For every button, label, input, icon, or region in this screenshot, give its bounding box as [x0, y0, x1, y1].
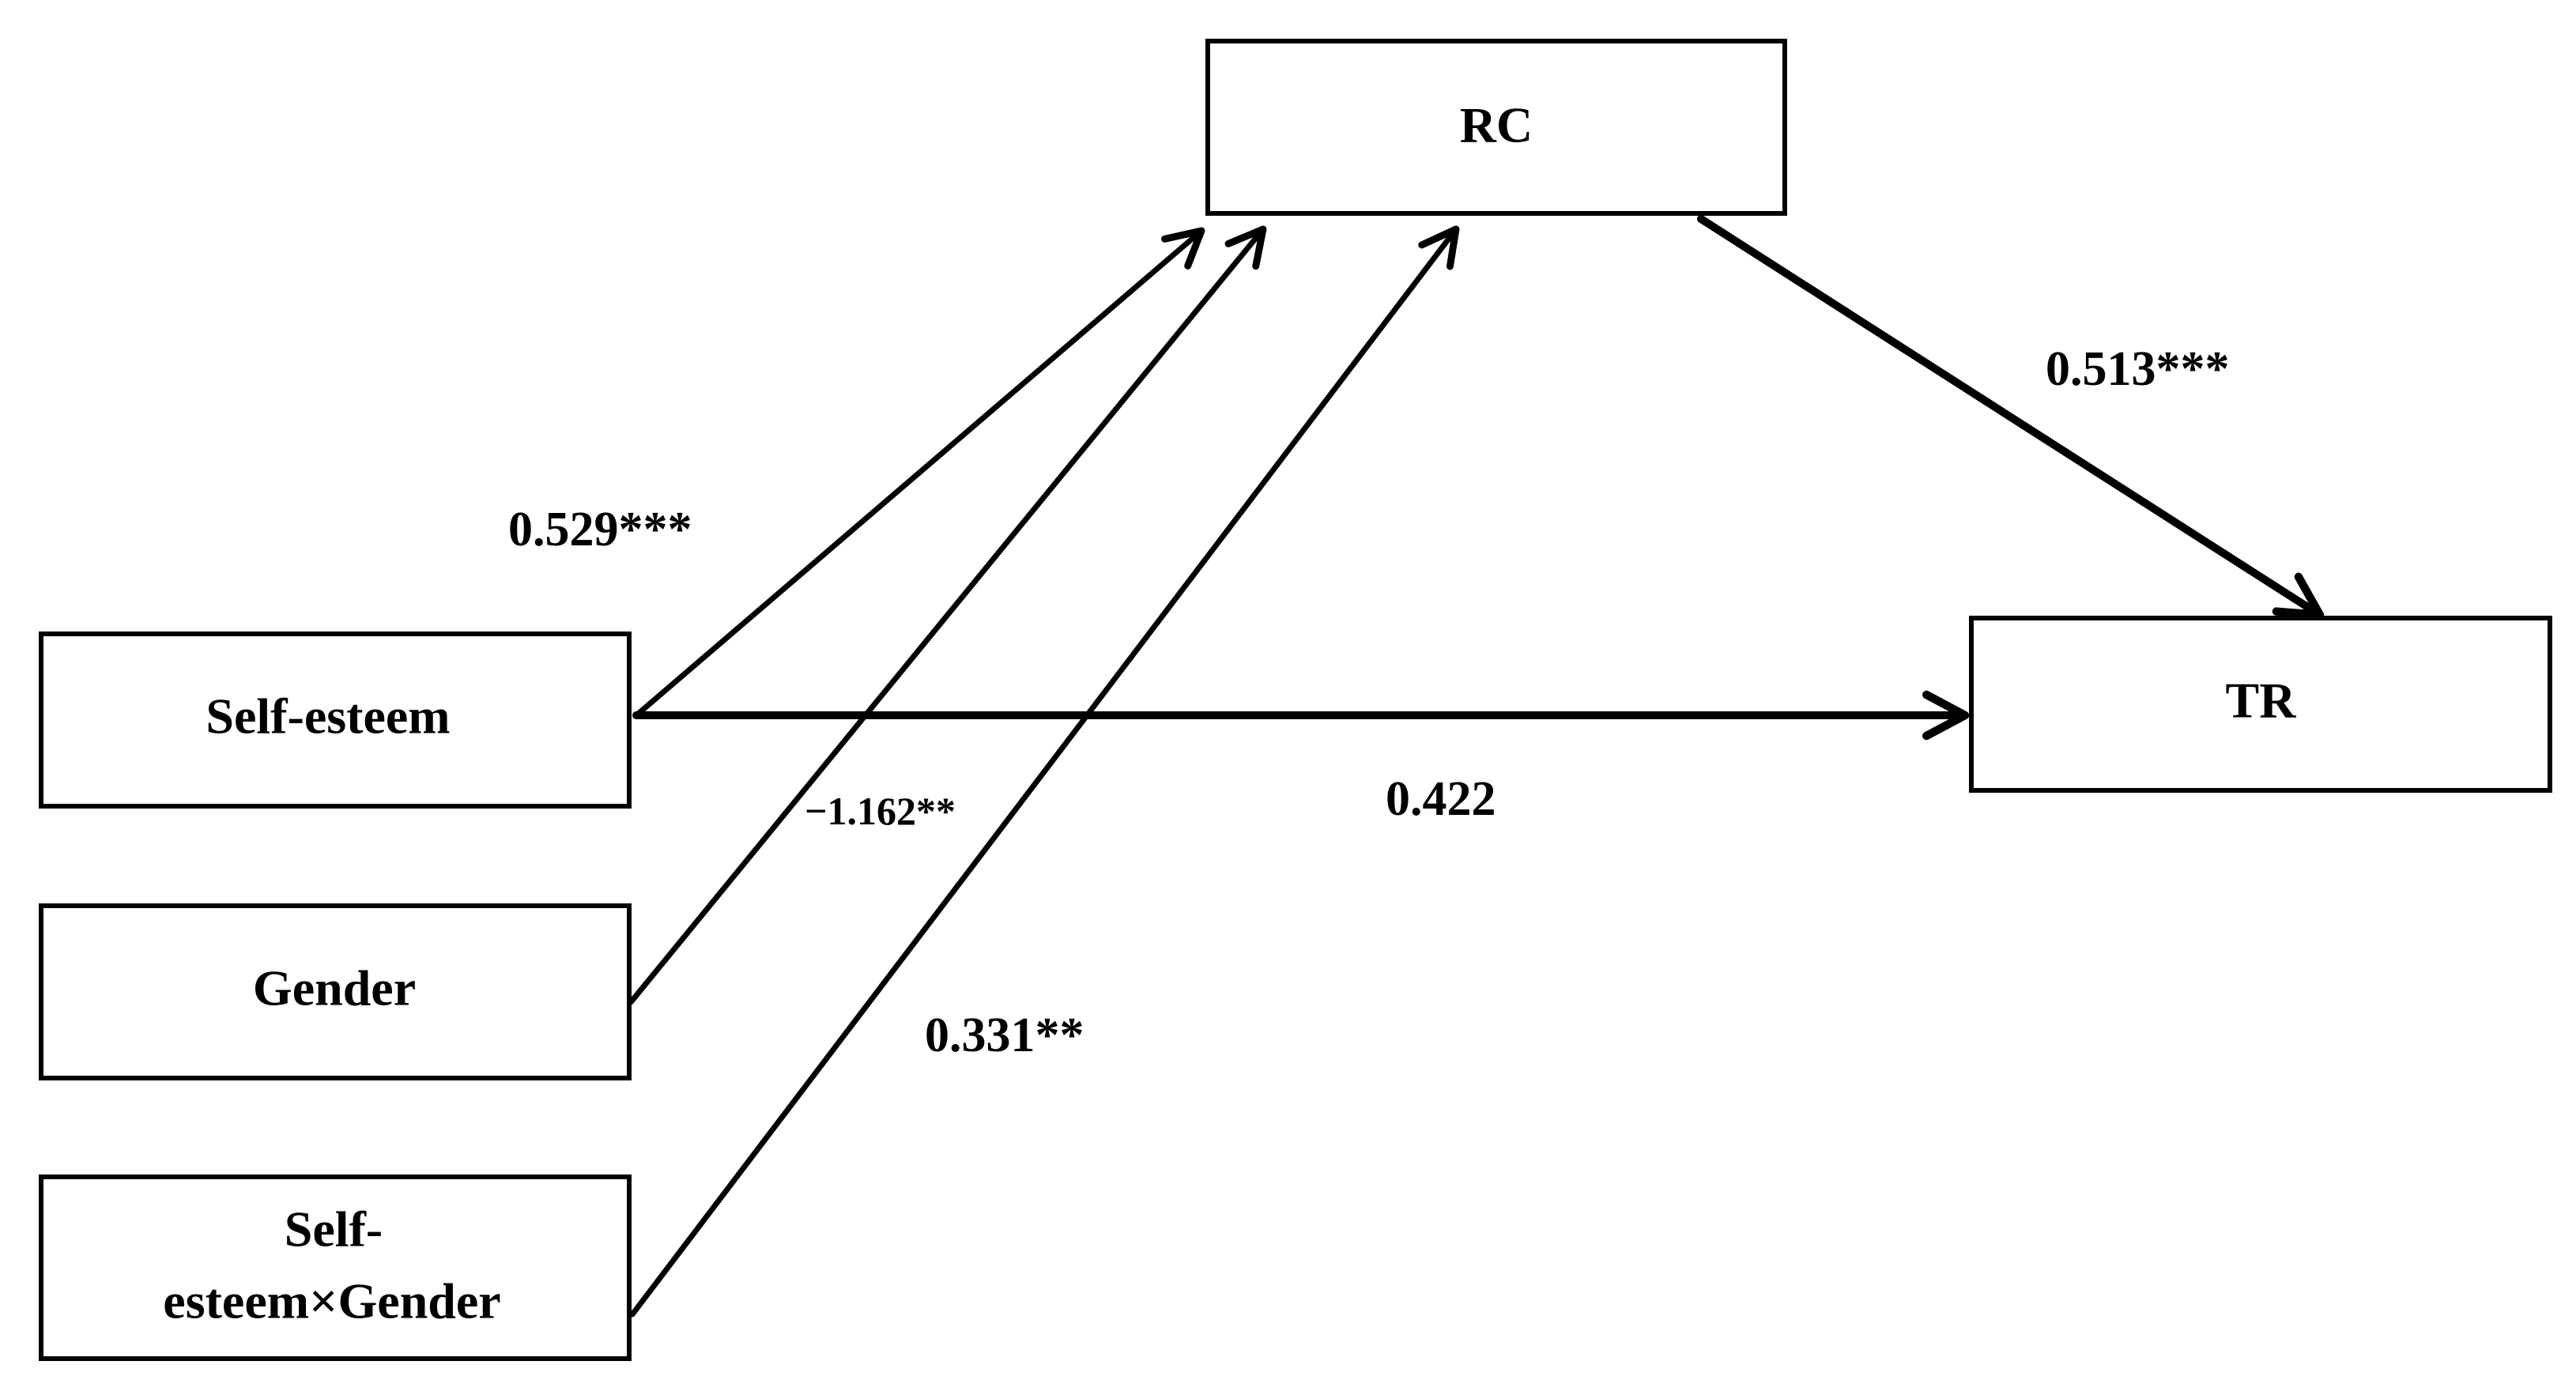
- path-gender-to-rc: [628, 225, 1267, 1005]
- node-rc-label: RC: [1460, 97, 1533, 153]
- coef-rc-to-tr: 0.513***: [2046, 342, 2230, 396]
- node-rc: RC: [1205, 39, 1787, 216]
- path-self-esteem-to-rc: [633, 227, 1205, 718]
- node-gender: Gender: [39, 903, 632, 1080]
- node-tr-label: TR: [2226, 673, 2297, 729]
- node-gender-label: Gender: [253, 960, 416, 1016]
- path-interaction-to-rc: [629, 225, 1460, 1318]
- coef-self-esteem-to-tr: 0.422: [1386, 772, 1496, 826]
- coef-self-esteem-to-rc: 0.529***: [508, 503, 692, 556]
- node-tr: TR: [1969, 616, 2552, 793]
- node-interaction: Self- esteem×Gender: [39, 1174, 632, 1361]
- node-self-esteem-label: Self-esteem: [206, 688, 450, 745]
- node-interaction-label-line1: Self-: [285, 1201, 383, 1257]
- node-self-esteem: Self-esteem: [39, 632, 632, 809]
- coef-interaction-to-rc: 0.331**: [925, 1009, 1084, 1062]
- coef-gender-to-rc: −1.162**: [805, 789, 956, 833]
- node-interaction-label-line2: esteem×Gender: [163, 1273, 500, 1329]
- path-rc-to-tr: [1697, 215, 2325, 620]
